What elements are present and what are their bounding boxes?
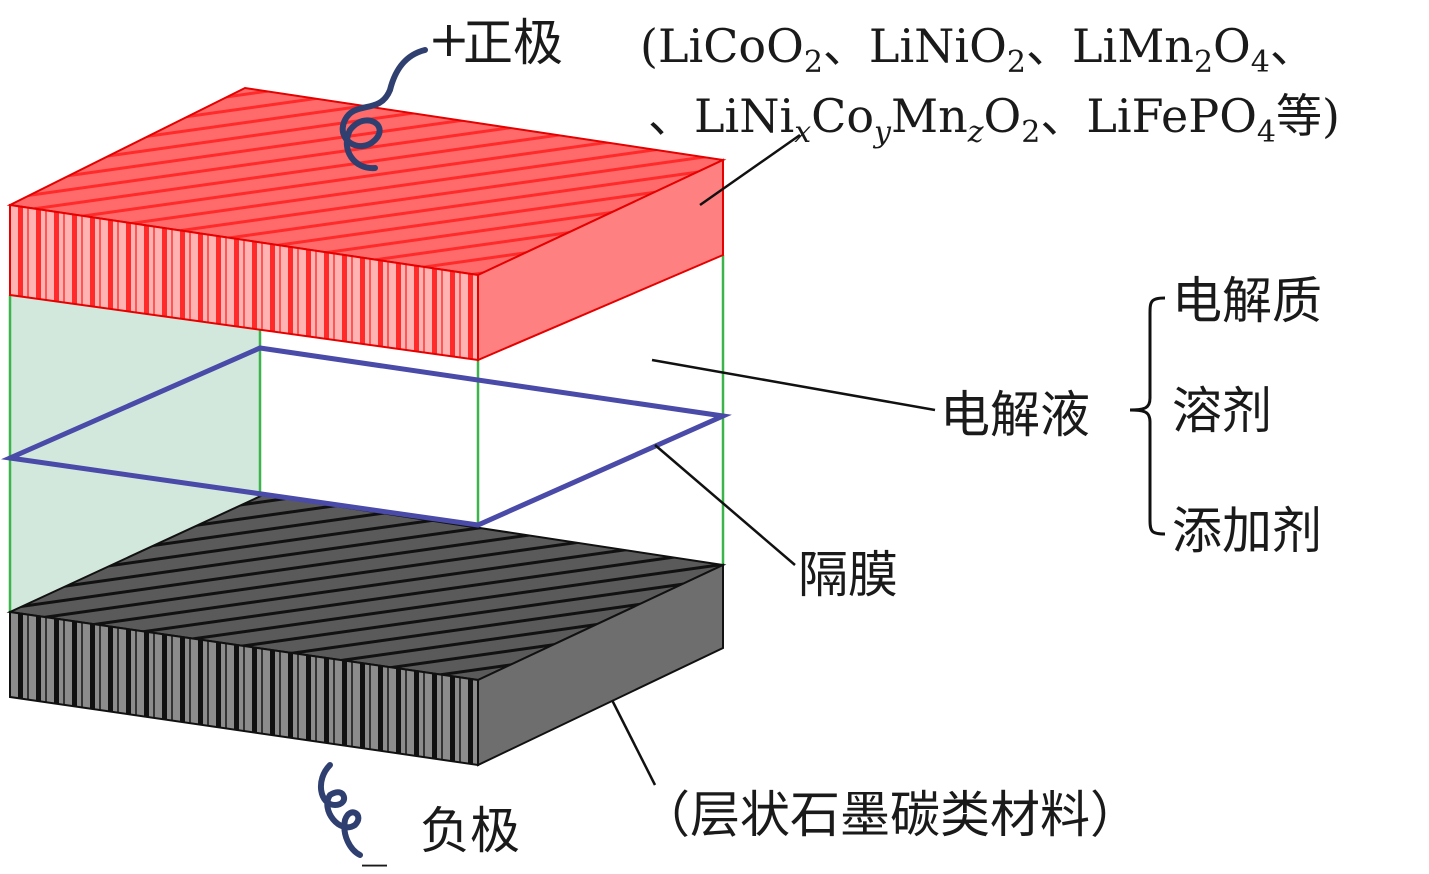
positive-electrode-side [477, 158, 724, 362]
electrolyte-brace [1129, 296, 1166, 536]
positive-electrode [6, 86, 727, 362]
separator [0, 345, 732, 528]
positive-materials-line1: (LiCoO2、LiNiO2、LiMn2O4、 [640, 19, 1316, 80]
electrolyte-label: 电解液 [940, 386, 1090, 444]
electrolyte-region [10, 240, 260, 612]
leader-lines [610, 133, 936, 786]
component-solvent: 溶剂 [1172, 382, 1272, 440]
positive-materials-line2: 、LiNixCoyMnzO2、LiFePO4等) [648, 89, 1340, 150]
negative-material-label: （层状石墨碳类材料） [640, 786, 1140, 844]
negative-label: 负极 [420, 802, 520, 860]
negative-wire [318, 762, 363, 858]
negative-sign: _ [362, 809, 387, 867]
positive-label: 正极 [463, 14, 563, 72]
negative-electrode-side [477, 563, 724, 767]
positive-sign: + [428, 10, 470, 68]
component-additive: 添加剂 [1172, 502, 1322, 560]
negative-electrode [6, 493, 727, 767]
separator-label: 隔膜 [798, 546, 898, 604]
positive-wire [339, 47, 428, 172]
component-electrolyte-salt: 电解质 [1172, 272, 1322, 330]
